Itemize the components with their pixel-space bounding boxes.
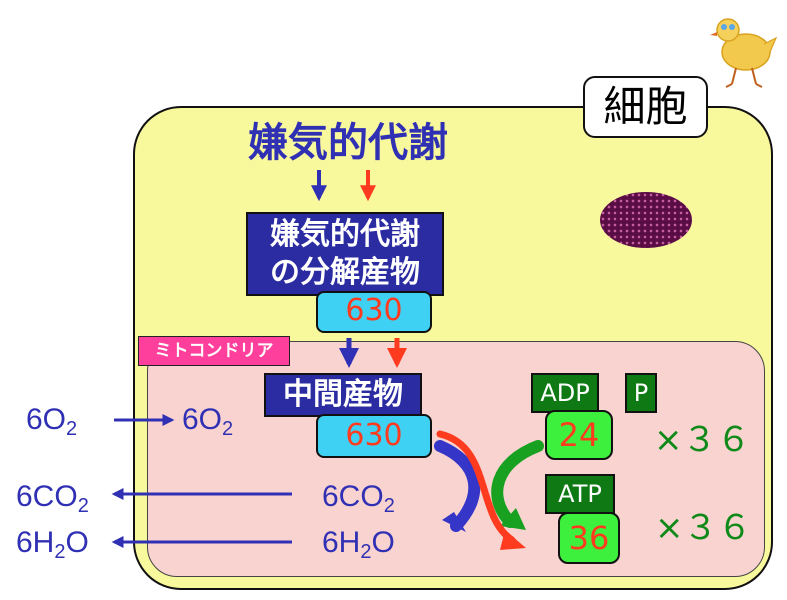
cell-label: 細胞 (583, 76, 708, 138)
value-630-top: 630 (316, 291, 432, 333)
anaerobic-title: 嫌気的代謝 (248, 120, 448, 166)
mitochondria-label: ミトコンドリア (138, 336, 290, 366)
intermediate-box: 中間産物 (264, 373, 422, 417)
value-24: 24 (545, 410, 613, 460)
oxygen-inside: 6O2 (182, 403, 234, 440)
multiplier-atp: ×３６ (655, 508, 752, 548)
curved-arrow-red-head (500, 530, 526, 550)
phosphate-label: P (625, 373, 657, 413)
co2-inside: 6CO2 (322, 480, 395, 517)
atp-label: ATP (545, 474, 615, 514)
product-box: 嫌気的代謝 の分解産物 (246, 212, 444, 296)
multiplier-adp: ×３６ (654, 420, 751, 460)
oxygen-outside: 6O2 (26, 403, 78, 440)
value-36: 36 (558, 512, 620, 564)
water-inside: 6H2O (322, 526, 395, 563)
water-outside: 6H2O (16, 526, 89, 563)
co2-outside: 6CO2 (16, 480, 89, 517)
chick-illustration-icon (710, 18, 778, 88)
curved-arrow-red (436, 430, 516, 544)
nucleus (600, 192, 692, 248)
adp-label: ADP (531, 373, 599, 413)
curved-arrow-green (491, 440, 544, 528)
value-630-mid: 630 (316, 414, 432, 458)
curved-arrow-blue (434, 440, 481, 532)
curved-arrow-green-head (500, 508, 526, 530)
curved-arrow-blue-head (442, 512, 466, 532)
product-box-line1: 嫌気的代謝 (270, 217, 420, 252)
product-box-line2: の分解産物 (270, 255, 420, 290)
